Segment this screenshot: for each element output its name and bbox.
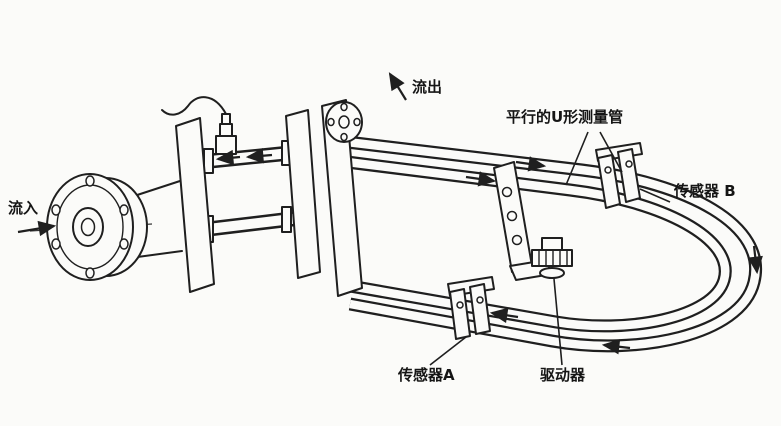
- label-parallel-u-tubes: 平行的U形测量管: [506, 108, 623, 126]
- sensor-b-clamp: [595, 142, 643, 209]
- leader-parallel-tubes-2: [599, 131, 623, 173]
- transmitter-fitting: [161, 96, 237, 155]
- flow-arrows: [215, 148, 763, 355]
- bolt-hole: [51, 204, 61, 216]
- bolt-hole: [119, 238, 129, 250]
- leader-sensor-b: [639, 188, 671, 203]
- pipe-collar: [281, 206, 292, 233]
- bolt-hole: [119, 204, 129, 216]
- bolt-hole: [85, 267, 95, 279]
- housing-plate-left: [175, 117, 215, 293]
- bolt-hole: [85, 175, 95, 187]
- outflow-arrow: [388, 72, 407, 101]
- tube-mounting-plate: [321, 99, 363, 297]
- inlet-flange: [46, 173, 148, 281]
- sensor-a-clamp: [447, 276, 495, 340]
- u-shaped-measuring-tubes: [346, 135, 763, 353]
- label-outflow: 流出: [412, 78, 442, 96]
- leader-lines: [429, 131, 671, 366]
- inflow-arrow: [17, 220, 57, 237]
- label-inflow: 流入: [8, 199, 38, 217]
- label-sensor-b: 传感器 B: [673, 182, 736, 200]
- flange-bore: [80, 217, 96, 237]
- bolt-hole: [51, 238, 61, 250]
- housing-plate-middle: [285, 109, 321, 279]
- housing-plates: [175, 99, 363, 297]
- pipe-collar: [203, 148, 214, 174]
- signal-cable: [161, 96, 227, 116]
- driver-exciter: [531, 237, 573, 279]
- label-driver: 驱动器: [540, 366, 586, 384]
- leader-sensor-a: [429, 336, 467, 366]
- label-sensor-a: 传感器A: [397, 366, 455, 384]
- leader-parallel-tubes-1: [565, 131, 589, 186]
- leader-driver: [553, 278, 563, 366]
